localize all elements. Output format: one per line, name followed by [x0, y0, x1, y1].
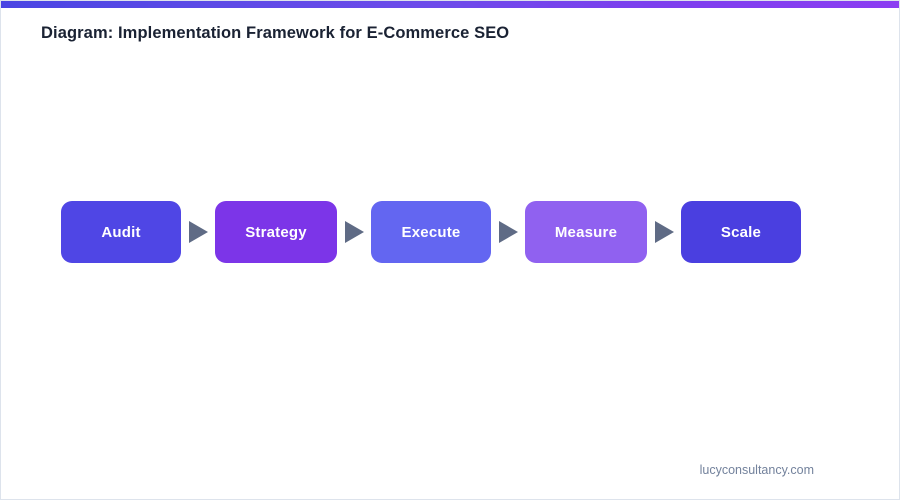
flow-step-execute[interactable]: Execute [371, 201, 491, 263]
flow-step-label: Measure [554, 223, 618, 241]
flow-step-label: Scale [720, 223, 762, 241]
flow-arrow-1 [181, 201, 215, 263]
flow-step-audit[interactable]: Audit [61, 201, 181, 263]
flow-arrow-2 [337, 201, 371, 263]
flow-step-label: Audit [101, 223, 141, 241]
top-accent-bar [1, 1, 899, 8]
flow-step-measure[interactable]: Measure [525, 201, 647, 263]
flow-step-strategy[interactable]: Strategy [215, 201, 337, 263]
flow-step-label: Execute [401, 223, 461, 241]
page-title: Diagram: Implementation Framework for E-… [41, 24, 510, 42]
flow-diagram: Audit Strategy Execute Measure Scale [61, 201, 801, 263]
flow-arrow-3 [491, 201, 525, 263]
footer-attribution: lucyconsultancy.com [699, 463, 814, 477]
flow-step-label: Strategy [245, 223, 307, 241]
triangle-right-icon [188, 221, 208, 243]
triangle-right-icon [498, 221, 518, 243]
triangle-right-icon [344, 221, 364, 243]
flow-step-scale[interactable]: Scale [681, 201, 801, 263]
triangle-right-icon [654, 221, 674, 243]
flow-arrow-4 [647, 201, 681, 263]
